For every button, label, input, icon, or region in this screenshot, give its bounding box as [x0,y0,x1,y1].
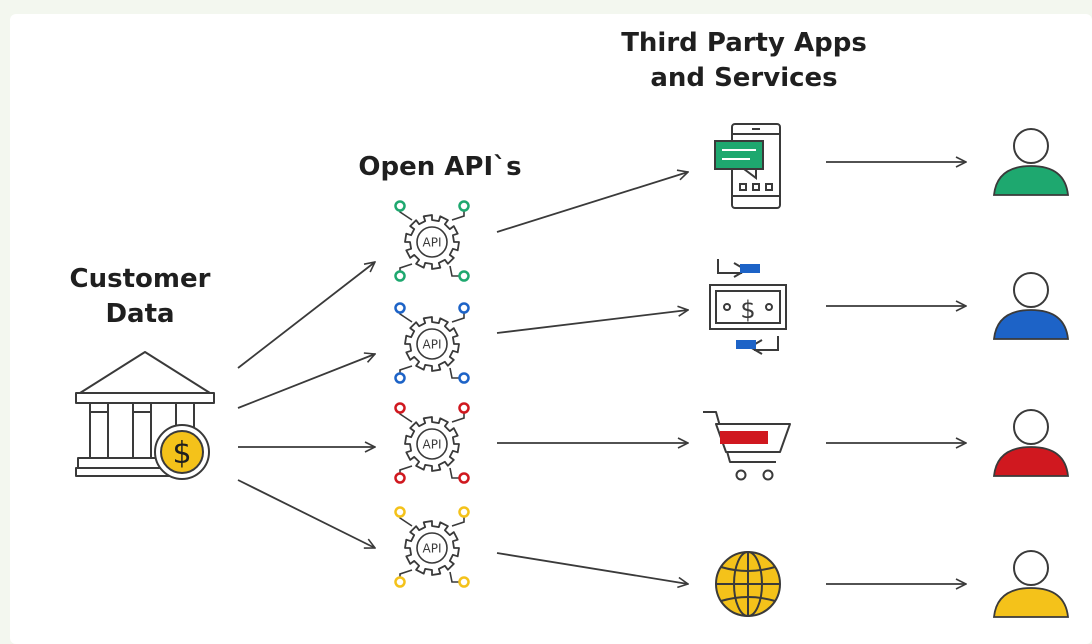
circuit-node [458,200,470,212]
user-icon [993,409,1069,477]
shopping-cart-icon [703,411,791,481]
arrow-api-to-service-4 [496,552,688,584]
dollar-sign-text: $ [172,436,191,471]
circuit-node [394,372,406,384]
circuit-node [458,270,470,282]
circuit-node [458,576,470,588]
circuit-node [394,576,406,588]
circuit-node [458,302,470,314]
circuit-node [458,506,470,518]
circuit-node [394,270,406,282]
gear-api-label: API [423,542,442,556]
gear-api-label: API [423,236,442,250]
circuit-node [458,402,470,414]
api-gears: API API API API [394,200,470,588]
arrow-api-to-service-2 [496,310,688,334]
bill-dollar-text: $ [740,296,755,324]
circuit-node [394,472,406,484]
circuit-node [458,372,470,384]
user-icon [993,272,1069,340]
gear-hub [416,532,448,564]
title-open-apis: Open API`s [358,152,522,182]
user-head [1013,272,1049,308]
user-body [993,587,1069,618]
mobile-chat-icon [714,123,781,209]
user-head [1013,409,1049,445]
user-body [993,446,1069,477]
globe-icon [715,551,781,617]
gear-hub [416,226,448,258]
gear-hub [416,328,448,360]
circuit-node [458,472,470,484]
user-head [1013,550,1049,586]
gear-hub [416,428,448,460]
api-to-service-arrows [496,172,688,584]
diagram-panel [10,14,1092,644]
money-transfer-icon: $ [709,259,787,355]
circuit-node [394,200,406,212]
circuit-node [394,506,406,518]
user-icon [993,128,1069,196]
api-gear-red: API [394,402,470,484]
arrow-api-to-service-1 [496,172,688,233]
users [993,128,1069,618]
service-to-user-arrows [826,162,966,584]
api-gear-green: API [394,200,470,282]
api-gear-blue: API [394,302,470,384]
user-body [993,165,1069,196]
arrow-bank-to-api-1 [237,262,375,369]
gear-api-label: API [423,338,442,352]
user-icon [993,550,1069,618]
gear-api-label: API [423,438,442,452]
arrow-bank-to-api-4 [237,479,375,548]
title-third-party-apps: Third Party Apps and Services [621,28,867,93]
user-body [993,309,1069,340]
title-customer-data: Customer Data [69,264,211,329]
circuit-node [394,302,406,314]
circuit-node [394,402,406,414]
api-gear-yellow: API [394,506,470,588]
bank-building-dollar-icon: $ [75,351,215,480]
user-head [1013,128,1049,164]
arrow-bank-to-api-2 [237,354,375,409]
bank-to-api-arrows [237,262,375,548]
